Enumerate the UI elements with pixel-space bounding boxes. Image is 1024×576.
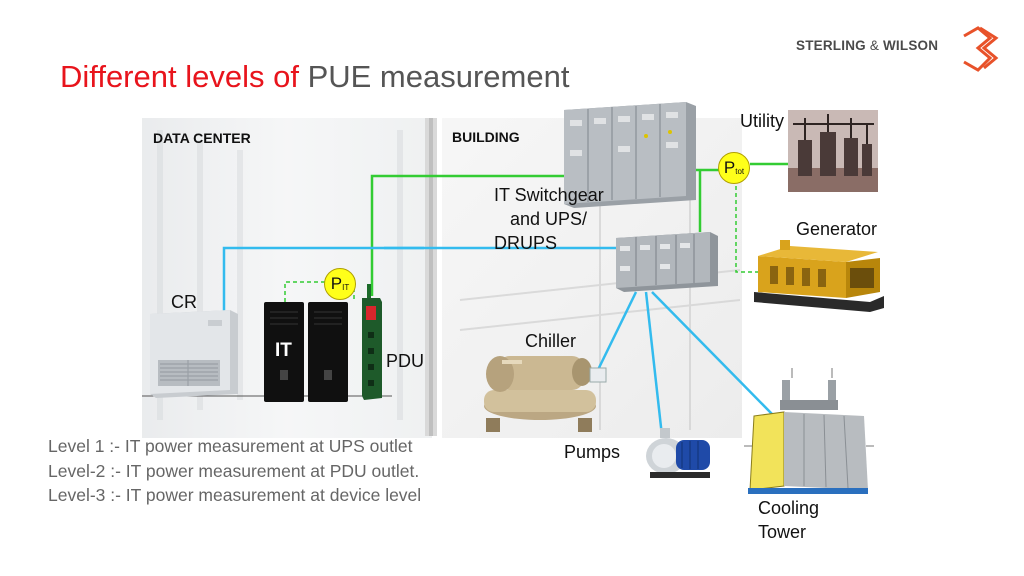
blue-line-ups-to-pumps	[644, 291, 664, 437]
label-pdu: PDU	[386, 351, 425, 371]
title-gray-part: PUE measurement	[307, 59, 570, 94]
logo-mark-icon	[963, 26, 999, 72]
measurement-levels-list: Level 1 :- IT power measurement at UPS o…	[48, 434, 448, 508]
label-switchgear-line3: DRUPS	[494, 233, 558, 253]
blue-line-cr-to-ups	[222, 246, 424, 318]
label-cooling-line2: Tower	[758, 522, 807, 542]
it-server-racks	[264, 302, 348, 402]
label-chiller: Chiller	[525, 331, 577, 351]
zone-label-data-center: DATA CENTER	[153, 130, 251, 146]
label-cooling-line1: Cooling	[758, 498, 820, 518]
label-pumps: Pumps	[564, 442, 621, 462]
generator-unit	[754, 240, 884, 312]
green-dashed-it-to-pit	[284, 281, 326, 302]
label-generator: Generator	[796, 219, 878, 239]
blue-line-ups-to-chiller	[592, 291, 638, 379]
slide-title: Different levels of PUE measurement	[60, 58, 569, 96]
green-dashed-generator	[735, 186, 758, 273]
pump-unit	[646, 428, 710, 478]
label-switchgear-line1: IT Switchgear	[494, 185, 604, 205]
utility-substation	[788, 110, 878, 192]
it-rack-label: IT	[275, 340, 292, 361]
cooling-tower-diagram	[744, 368, 874, 494]
ups-cabinet	[616, 232, 718, 292]
level-1-text: Level 1 :- IT power measurement at UPS o…	[48, 436, 413, 456]
switchgear-cabinet	[564, 102, 696, 208]
level-2-text: Level-2 :- IT power measurement at PDU o…	[48, 460, 420, 481]
label-switchgear-line2: and UPS/	[510, 209, 588, 229]
chiller-unit	[484, 356, 607, 432]
company-logo: STERLING & WILSON	[796, 26, 1006, 74]
label-utility: Utility	[740, 111, 784, 131]
title-red-part: Different levels of	[60, 59, 299, 94]
logo-wordmark: STERLING & WILSON	[796, 38, 939, 53]
blue-line-ups-to-tower	[651, 291, 773, 415]
crac-unit	[150, 310, 238, 398]
green-line-switchgear-to-pdu	[370, 174, 572, 296]
pdu-strip	[362, 284, 382, 400]
zone-label-building: BUILDING	[452, 129, 520, 145]
label-cr: CR	[171, 292, 197, 312]
level-3-text: Level-3 :- IT power measurement at devic…	[48, 485, 422, 505]
